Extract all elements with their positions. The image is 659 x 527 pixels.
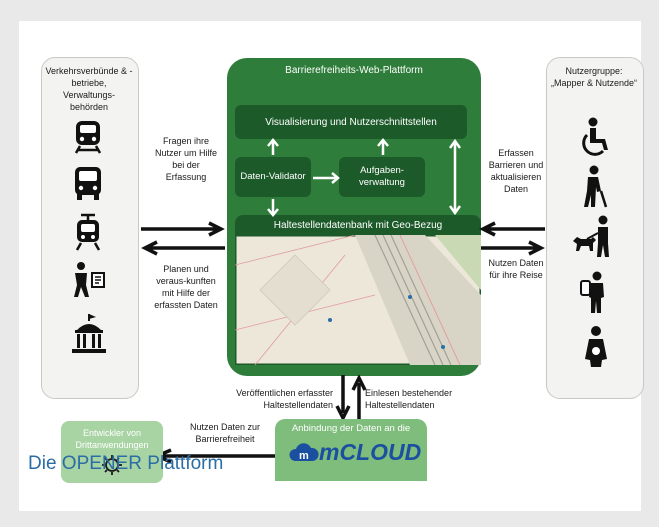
mcloud-title: Anbindung der Daten an die — [291, 423, 411, 434]
left-bottom-label: Planen und veraus-kunften mit Hilfe der … — [154, 264, 218, 310]
data-validator-box: Daten-Validator — [235, 157, 311, 197]
wheelchair-user-icon — [582, 117, 608, 156]
person-with-document-icon — [74, 262, 105, 297]
internal-arrows — [267, 138, 462, 217]
person-with-phone-icon — [580, 271, 604, 313]
right-bottom-label: Nutzen Daten für ihre Reise — [488, 258, 544, 280]
geo-map — [235, 235, 481, 365]
person-with-cane-icon — [584, 165, 608, 208]
train-icon — [74, 121, 102, 154]
right-group-title: Nutzergruppe: „Mapper & Nutzende“ — [550, 66, 638, 88]
figure-caption: Die OPENER Plattform — [28, 453, 224, 474]
task-management-box: Aufgaben-verwaltung — [339, 157, 425, 197]
bus-icon — [75, 167, 101, 200]
developers-title: Entwickler von Drittanwendungen — [75, 428, 149, 450]
figure-card: Verkehrsverbünde & -betriebe, Verwaltung… — [19, 21, 644, 511]
opener-platform-diagram: Verkehrsverbünde & -betriebe, Verwaltung… — [41, 57, 659, 487]
visualization-box: Visualisierung und Nutzerschnittstellen — [235, 105, 467, 139]
government-building-icon — [72, 314, 106, 353]
right-top-label: Erfassen Barrieren und aktualisieren Dat… — [488, 148, 544, 194]
database-title: Haltestellendatenbank mit Geo-Bezug — [235, 215, 481, 235]
svg-text:m: m — [299, 450, 309, 462]
import-label: Einlesen bestehender Haltestellendaten — [365, 388, 453, 410]
publish-label: Veröffentlichen erfasster Haltestellenda… — [236, 388, 333, 410]
elderly-person-icon — [585, 326, 607, 367]
left-group-title: Verkehrsverbünde & -betriebe, Verwaltung… — [45, 66, 133, 112]
left-top-label: Fragen ihre Nutzer um Hilfe bei der Erfa… — [154, 136, 217, 182]
mcloud-logo-text: mCLOUD — [319, 439, 422, 465]
person-with-guide-dog-icon — [573, 215, 609, 257]
mcloud-cloud-icon: m — [289, 443, 319, 462]
use-data-label: Nutzen Daten zur Barrierefreiheit — [189, 422, 261, 444]
platform-title: Barrierefreiheits-Web-Plattform — [285, 65, 423, 76]
vertical-arrows — [335, 375, 367, 422]
right-user-panel — [546, 57, 644, 399]
right-bidirectional-arrows — [479, 221, 545, 256]
developer-gear-icon — [102, 455, 122, 475]
tram-icon — [75, 213, 101, 251]
left-bidirectional-arrows — [141, 221, 225, 256]
